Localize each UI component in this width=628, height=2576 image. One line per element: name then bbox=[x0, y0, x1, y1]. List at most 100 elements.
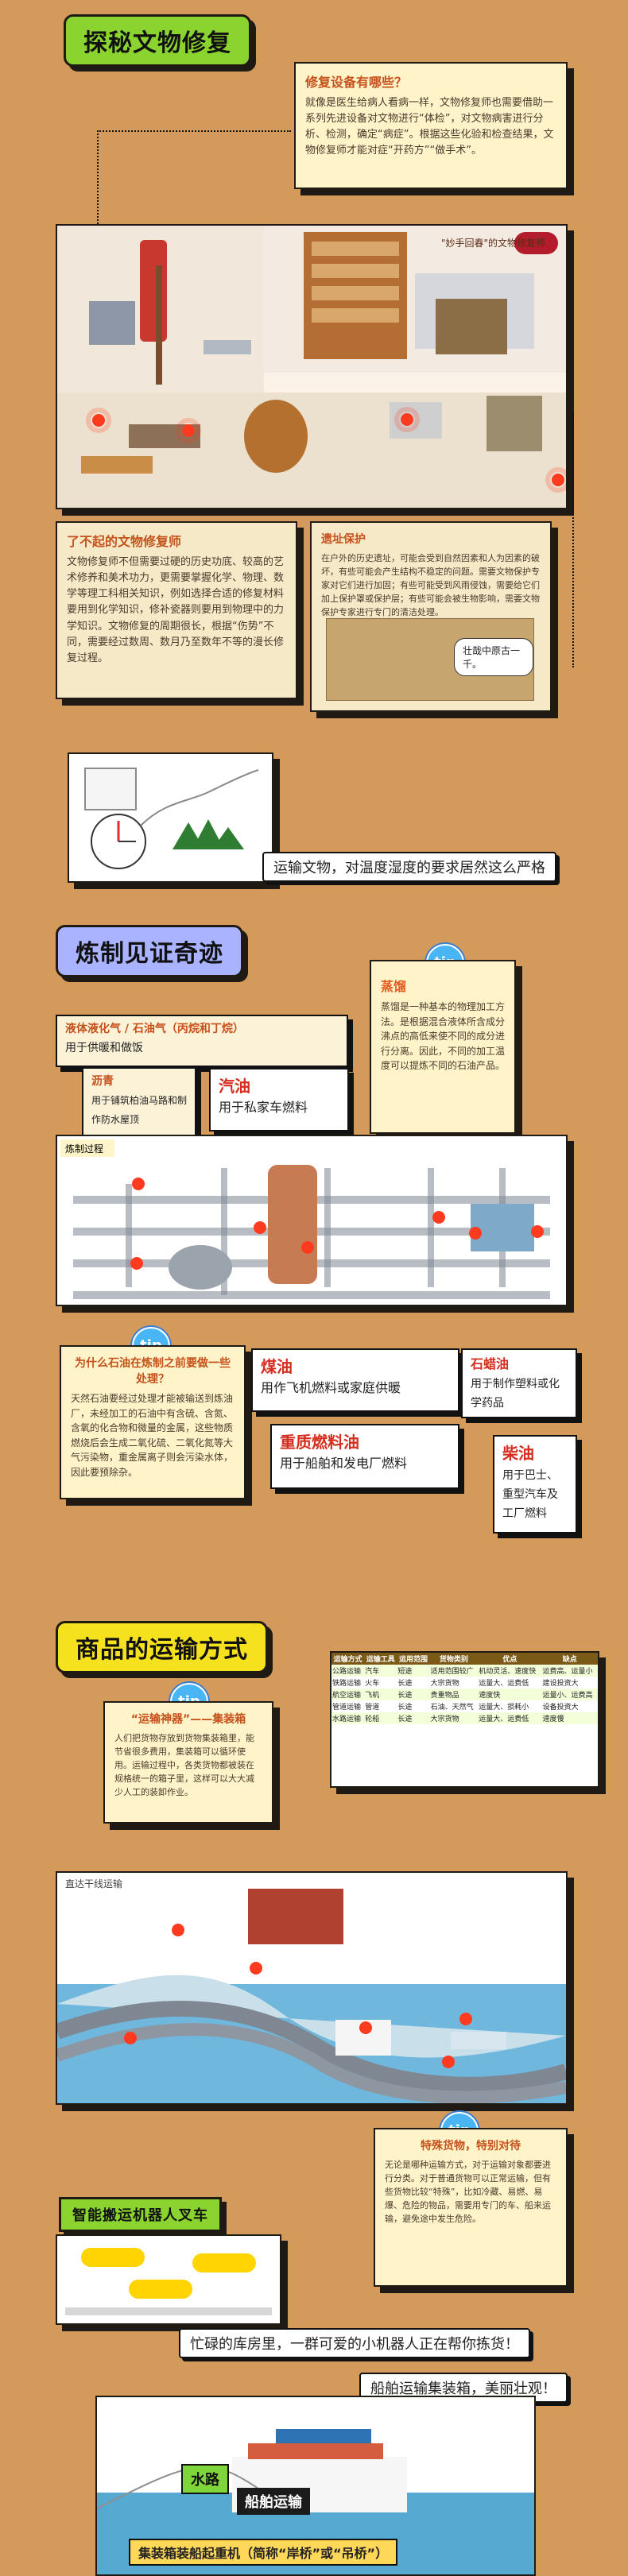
table-header: 运输方式 bbox=[333, 1656, 362, 1664]
label-title: 液体液化气 / 石油气（丙烷和丁烷） bbox=[65, 1023, 244, 1035]
table-header: 货物类别 bbox=[439, 1656, 468, 1664]
ship-label: 船舶运输 bbox=[237, 2488, 310, 2515]
table-row: 水路运输轮船 长途 大宗货物 运量大、运费低 速度慢 bbox=[331, 1712, 598, 1724]
transport-scene: 直达干线运输 bbox=[56, 1871, 568, 2105]
table-cell: 设备投资大 bbox=[542, 1704, 579, 1712]
distillation-tower bbox=[268, 1165, 317, 1284]
title-ribbon bbox=[514, 232, 558, 254]
microscope-illustration bbox=[89, 301, 135, 345]
table: 运输方式 运输工具 运用范围 货物类别 优点 缺点 公路运输汽车短途适用范围较广… bbox=[331, 1653, 598, 1724]
red-robe-illustration bbox=[140, 240, 167, 342]
table-cell: 航空运输 bbox=[332, 1692, 362, 1700]
shelves-illustration bbox=[304, 232, 407, 359]
table-cell: 轮船 bbox=[365, 1715, 380, 1723]
box-site-protection: 遗址保护 在户外的历史遗址，可能会受到自然因素和人为因素的破坏，有些可能会产生结… bbox=[310, 521, 552, 712]
label-gasoline: 汽油 用于私家车燃料 bbox=[209, 1068, 349, 1131]
transport-illustration bbox=[68, 752, 273, 883]
connector-line bbox=[572, 413, 574, 667]
table-cell: 长途 bbox=[397, 1692, 413, 1700]
box-title: “运输神器”——集装箱 bbox=[130, 1713, 246, 1726]
bronze-vessel-illustration bbox=[436, 299, 507, 354]
box-distillation: 蒸馏 蒸馏是一种基本的物理加工方法。是根据混合液体所含成分沸点的高低来使不同的成… bbox=[370, 960, 516, 1134]
label-text: 用于私家车燃料 bbox=[219, 1100, 308, 1115]
box-pretreatment: 为什么石油在炼制之前要做一些处理？ 天然石油要经过处理才能被输送到炼油厂，未经加… bbox=[60, 1345, 246, 1499]
table-cell: 机动灵活、速度快 bbox=[479, 1668, 537, 1676]
table-cell: 铁路运输 bbox=[332, 1680, 362, 1688]
transport-caption: 运输文物，对温度湿度的要求居然这么严格 bbox=[262, 852, 556, 882]
table-row: 公路运输汽车短途适用范围较广机动灵活、速度快运费高、运量小 bbox=[331, 1665, 598, 1677]
label-title: 汽油 bbox=[219, 1077, 250, 1096]
scene-label: 直达干线运输 bbox=[65, 1878, 122, 1889]
ship-illustration: 水路 船舶运输 集装箱装船起重机（简称“岸桥”或“吊桥”） bbox=[95, 2396, 536, 2576]
box-text: 人们把货物存放到货物集装箱里，能节省很多费用，集装箱可以循环使用。运输过程中，各… bbox=[114, 1733, 254, 1798]
robot-caption: 忙碌的库房里，一群可爱的小机器人正在帮你拣货！ bbox=[179, 2328, 530, 2358]
box-text: 天然石油要经过处理才能被输送到炼油厂，未经加工的石油中有含硫、含氮、含氧的化合物… bbox=[71, 1393, 234, 1478]
lab-table-illustration bbox=[204, 340, 251, 354]
robot-title: 智能搬运机器人叉车 bbox=[59, 2197, 222, 2232]
label-asphalt: 沥青 用于铺筑柏油马路和制作防水屋顶 bbox=[82, 1067, 196, 1140]
table-cell: 速度快 bbox=[479, 1692, 501, 1700]
label-paraffin: 石蜡油 用于制作塑料或化学药品 bbox=[461, 1348, 577, 1418]
label-title: 煤油 bbox=[261, 1357, 293, 1376]
table-header: 运用范围 bbox=[398, 1656, 428, 1664]
table-cell: 长途 bbox=[397, 1704, 413, 1712]
transport-table: 运输方式 运输工具 运用范围 货物类别 优点 缺点 公路运输汽车短途适用范围较广… bbox=[330, 1651, 599, 1788]
label-title: 重质燃料油 bbox=[280, 1433, 359, 1452]
label-text: 用于铺筑柏油马路和制作防水屋顶 bbox=[91, 1095, 188, 1125]
table-cell: 管道 bbox=[365, 1704, 380, 1712]
label-title: 石蜡油 bbox=[471, 1356, 510, 1371]
product-area bbox=[471, 1204, 534, 1251]
table-cell: 适用范围较广 bbox=[430, 1668, 474, 1676]
box-text: 文物修复师不但需要过硬的历史功底、较高的艺术修养和美术功力，更需要掌握化学、物理… bbox=[67, 556, 285, 664]
table-cell: 长途 bbox=[397, 1715, 413, 1723]
box-title: 修复设备有哪些？ bbox=[305, 75, 408, 90]
table-cell: 水路运输 bbox=[332, 1715, 362, 1723]
box-text: 在户外的历史遗址，可能会受到自然因素和人为因素的破坏，有些可能会产生结构不稳定的… bbox=[321, 553, 540, 618]
box-text: 无论是哪种运输方式，对于运输对象都要进行分类。对于普通货物可以正常运输，但有些货… bbox=[385, 2160, 551, 2225]
table-cell: 大宗货物 bbox=[430, 1680, 459, 1688]
table-cell: 大宗货物 bbox=[430, 1715, 459, 1723]
restoration-illustration: "妙手回春"的文物修复师 bbox=[56, 224, 568, 509]
label-title: 沥青 bbox=[91, 1075, 114, 1088]
connector-line bbox=[97, 130, 291, 132]
label-diesel: 柴油 用于巴士、重型汽车及工厂燃料 bbox=[493, 1435, 577, 1534]
restoration-scene: "妙手回春"的文物修复师 bbox=[57, 226, 566, 508]
robot-illustration bbox=[56, 2234, 281, 2325]
section-title-transport: 商品的运输方式 bbox=[56, 1621, 268, 1673]
table-cell: 公路运输 bbox=[332, 1668, 362, 1676]
label-text: 用于供暖和做饭 bbox=[65, 1042, 143, 1054]
refinery-diagram: 炼制过程 bbox=[56, 1135, 568, 1306]
box-text: 蒸馏是一种基本的物理加工方法。是根据混合液体所含成分沸点的高低来使不同的成分进行… bbox=[381, 1001, 506, 1072]
label-kerosene: 煤油 用作飞机燃料或家庭供暖 bbox=[251, 1348, 459, 1412]
table-row: 管道运输管道长途石油、天然气运量大、损耗小设备投资大 bbox=[331, 1700, 598, 1712]
label-heavy-fuel: 重质燃料油 用于船舶和发电厂燃料 bbox=[270, 1424, 459, 1489]
label-liquefied-gas: 液体液化气 / 石油气（丙烷和丁烷） 用于供暖和做饭 bbox=[56, 1015, 348, 1067]
table-cell: 运量大、运费低 bbox=[479, 1680, 529, 1688]
table-cell: 运量大、损耗小 bbox=[479, 1704, 529, 1712]
section-title-refining: 炼制见证奇迹 bbox=[56, 925, 243, 977]
illustration-label: "妙手回春"的文物修复师 bbox=[441, 237, 545, 249]
label-text: 用于船舶和发电厂燃料 bbox=[280, 1456, 408, 1471]
box-title: 了不起的文物修复师 bbox=[67, 534, 182, 549]
table-cell: 速度慢 bbox=[542, 1715, 564, 1723]
table-cell: 飞机 bbox=[365, 1692, 380, 1700]
table-row: 铁路运输火车长途大宗货物运量大、运费低建设投资大 bbox=[331, 1677, 598, 1688]
robe-stand-illustration bbox=[156, 265, 162, 385]
crane-label: 集装箱装船起重机（简称“岸桥”或“吊桥”） bbox=[129, 2539, 398, 2566]
table-cell: 运量大、运费低 bbox=[479, 1715, 529, 1723]
box-special-goods: 特殊货物，特别对待 无论是哪种运输方式，对于运输对象都要进行分类。对于普通货物可… bbox=[374, 2128, 568, 2287]
table-cell: 建设投资大 bbox=[542, 1680, 579, 1688]
section-title-artifact-restoration: 探秘文物修复 bbox=[64, 14, 251, 67]
table-row: 航空运输飞机长途贵重物品速度快运量小、运费高 bbox=[331, 1688, 598, 1700]
box-title: 遗址保护 bbox=[321, 533, 366, 546]
table-cell: 贵重物品 bbox=[430, 1692, 459, 1700]
box-restoration-equipment: 修复设备有哪些？ 就像是医生给病人看病一样，文物修复师也需要借助一系列先进设备对… bbox=[294, 62, 568, 189]
table-cell: 石油、天然气 bbox=[430, 1704, 474, 1712]
table-cell: 火车 bbox=[365, 1680, 380, 1688]
box-restorer: 了不起的文物修复师 文物修复师不但需要过硬的历史功底、较高的艺术修养和美术功力，… bbox=[56, 521, 297, 699]
table-cell: 运费高、运量小 bbox=[542, 1668, 593, 1676]
label-text: 用于制作塑料或化学药品 bbox=[471, 1378, 560, 1410]
speech-bubble: 壮哉中原古一千。 bbox=[454, 638, 533, 676]
connector-line bbox=[97, 130, 99, 224]
label-title: 柴油 bbox=[502, 1444, 534, 1463]
